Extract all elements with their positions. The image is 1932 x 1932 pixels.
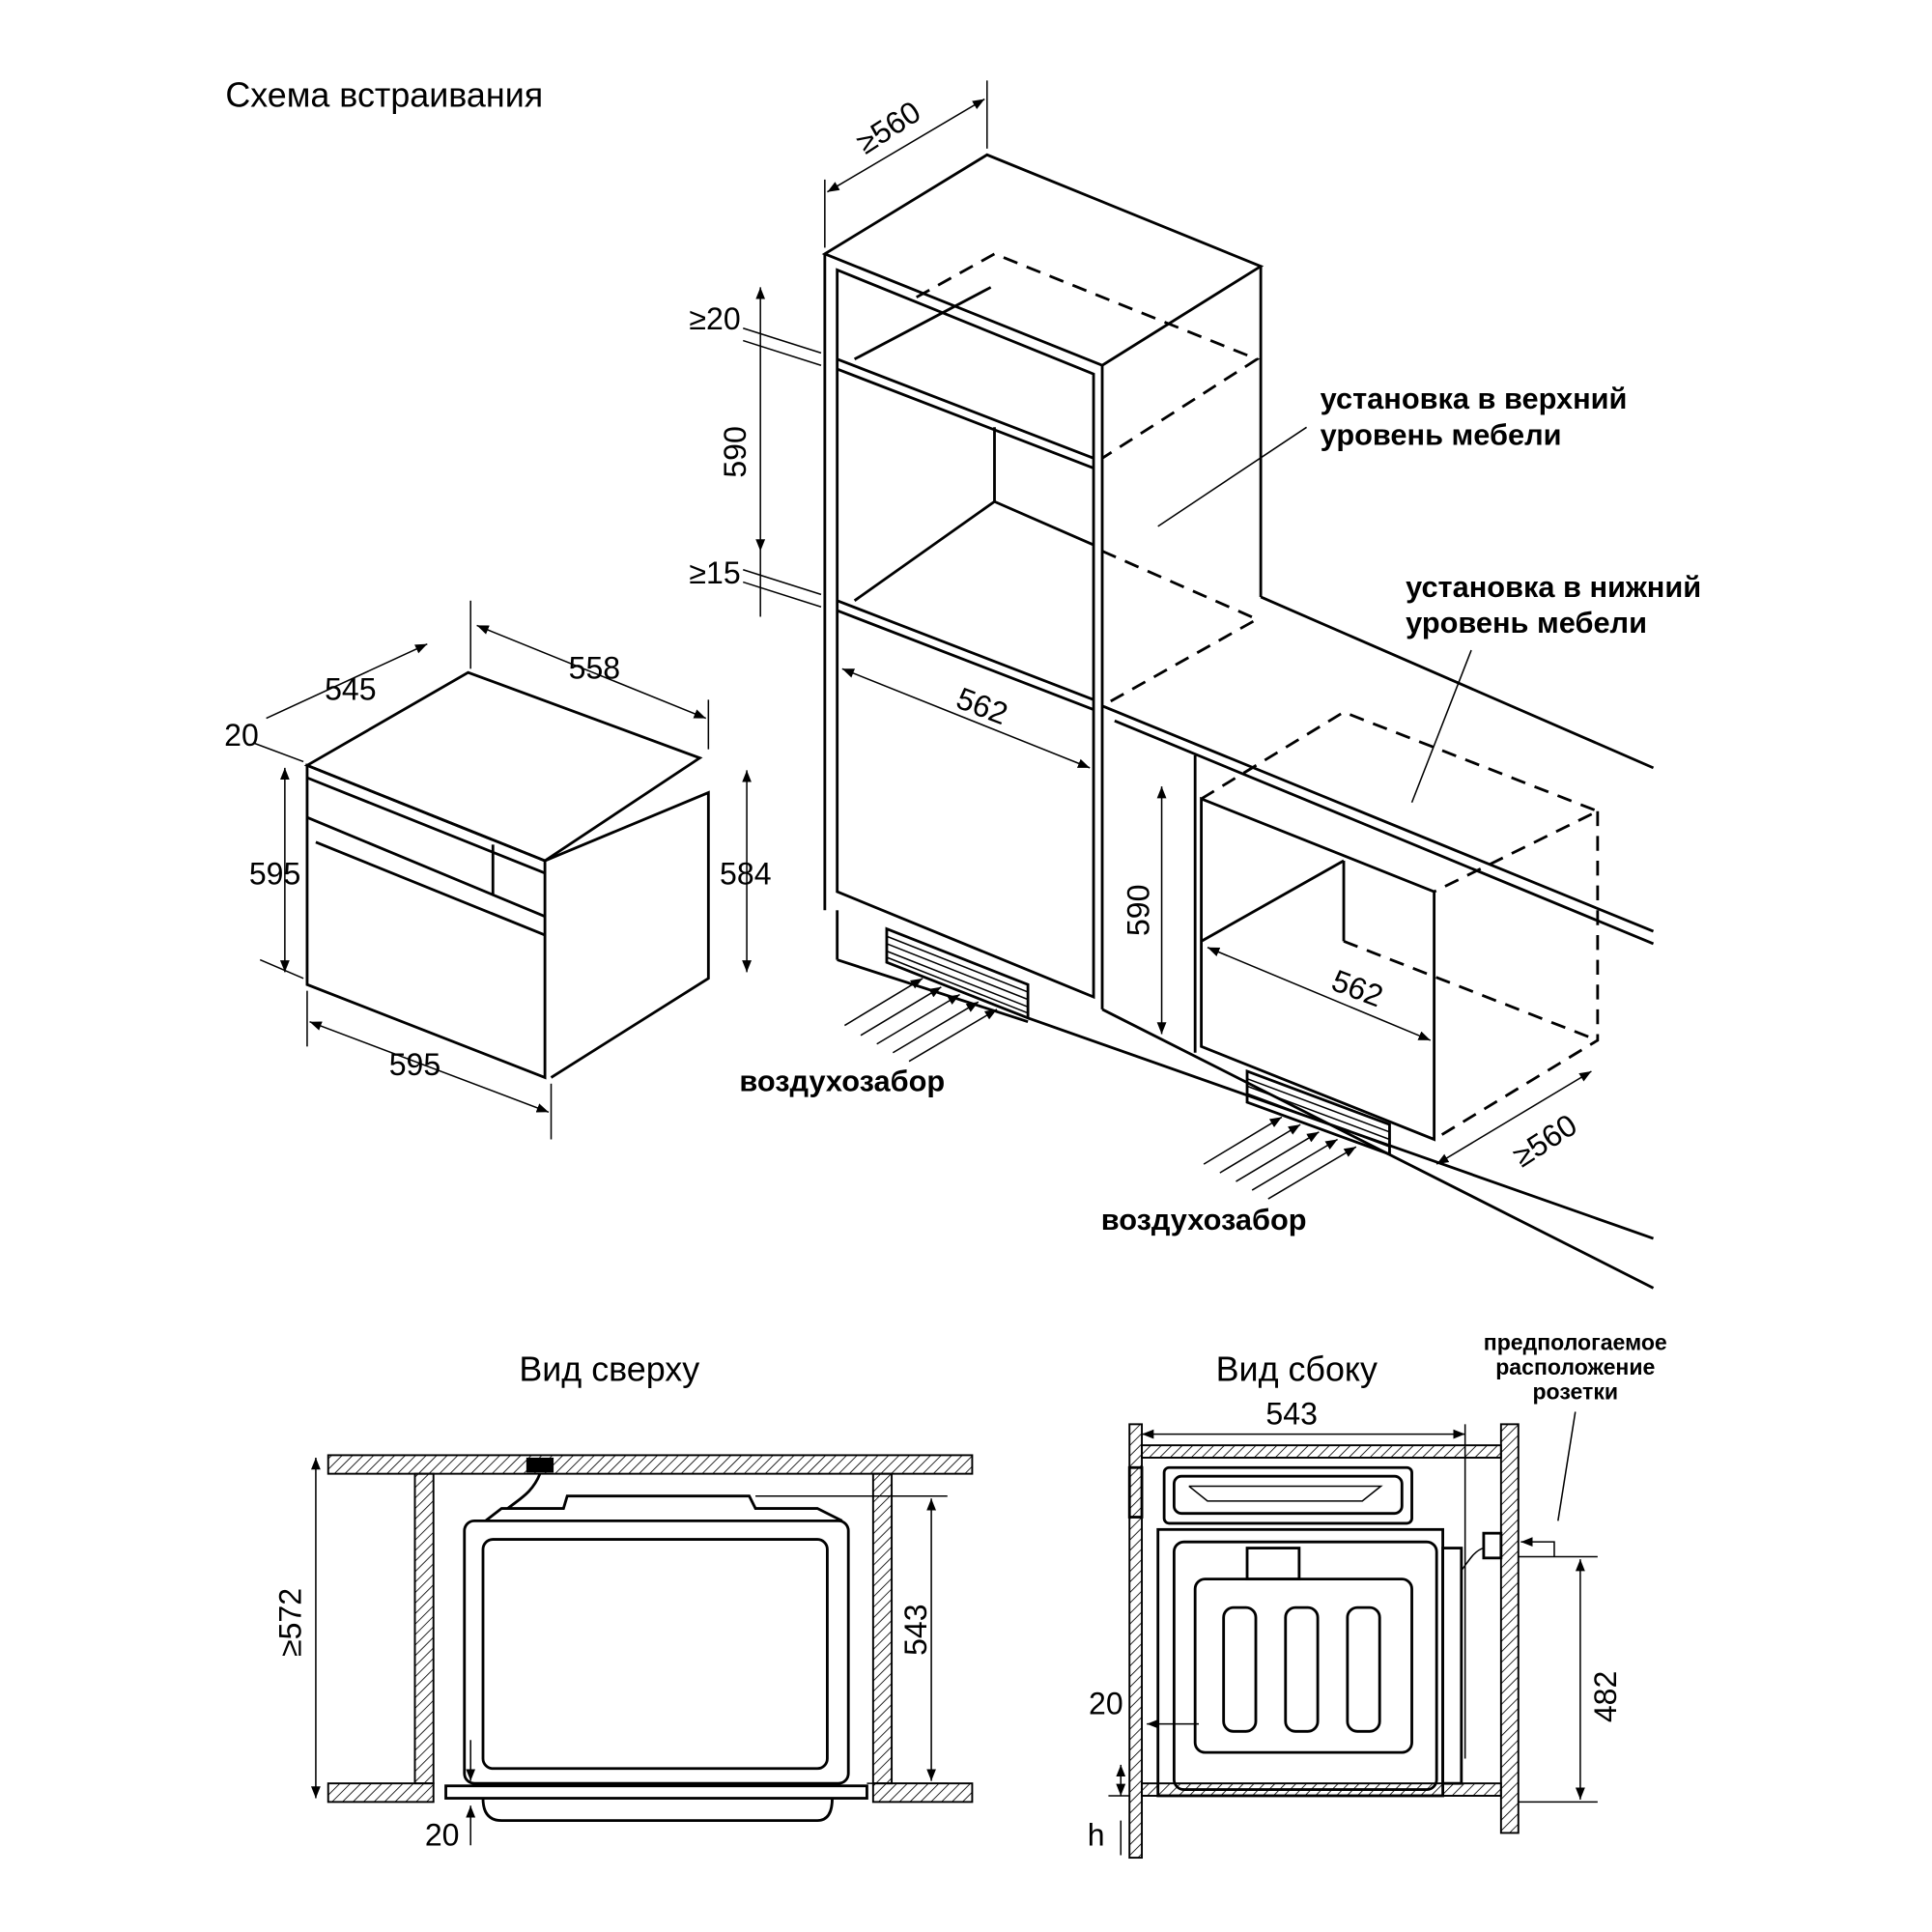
dim-oven-height-595: 595 [249,856,300,891]
dim-oven-width-595: 595 [389,1047,440,1082]
dim-side-depth-543: 543 [1265,1396,1317,1431]
top-view-dimension-lines [311,1457,948,1846]
vent-grille [1245,1068,1391,1156]
dim-socket-height-482: 482 [1588,1671,1623,1722]
oven-isometric [303,670,710,1080]
dim-oven-panel-20: 20 [224,718,259,753]
dim-oven-height-584: 584 [720,856,771,891]
lower-install-label-1: установка в нижний [1406,570,1701,604]
lower-install-label-2: уровень мебели [1406,606,1647,639]
air-intake-label: воздухозабор [739,1064,945,1097]
socket-label-3: розетки [1532,1379,1618,1405]
dim-top-depth-572: ≥572 [273,1588,308,1657]
dim-top-gap-20: 20 [425,1817,460,1852]
dim-lower-niche-width: 562 [1327,963,1388,1014]
airflow-arrows [1203,1116,1357,1200]
dim-niche-width: 562 [952,680,1012,731]
tall-cabinet [821,153,1264,1063]
side-view-dimension-lines [1108,1411,1598,1856]
oven-dimension-lines [253,600,752,1140]
diagram-title: Схема встраивания [225,75,543,114]
top-view [327,1454,974,1823]
dim-oven-depth-545: 545 [325,671,376,706]
socket-icon [1482,1531,1503,1560]
dim-lower-depth: ≥560 [1507,1107,1583,1174]
dim-gap-bottom: ≥15 [689,555,740,590]
side-view-title: Вид сбоку [1216,1350,1378,1388]
airflow-arrows [843,978,998,1063]
dim-oven-depth-558: 558 [569,651,620,686]
upper-install-label-2: уровень мебели [1321,417,1562,451]
iso-dimension-lines [742,80,1592,1165]
air-intake-label: воздухозабор [1101,1203,1307,1236]
socket-label-2: расположение [1495,1354,1655,1379]
dim-lower-niche-height: 590 [1122,885,1156,936]
dim-side-gap-20: 20 [1089,1686,1123,1720]
top-view-title: Вид сверху [519,1350,699,1388]
socket-label-1: предпологаемое [1484,1329,1667,1354]
upper-install-label-1: установка в верхний [1321,382,1628,415]
side-view [1127,1423,1520,1860]
dim-gap-top: ≥20 [689,301,740,336]
dim-niche-height: 590 [718,426,753,477]
dim-tall-width: ≥560 [850,94,926,160]
dim-top-depth-543: 543 [898,1604,933,1655]
dim-plinth-h: h [1088,1817,1105,1852]
